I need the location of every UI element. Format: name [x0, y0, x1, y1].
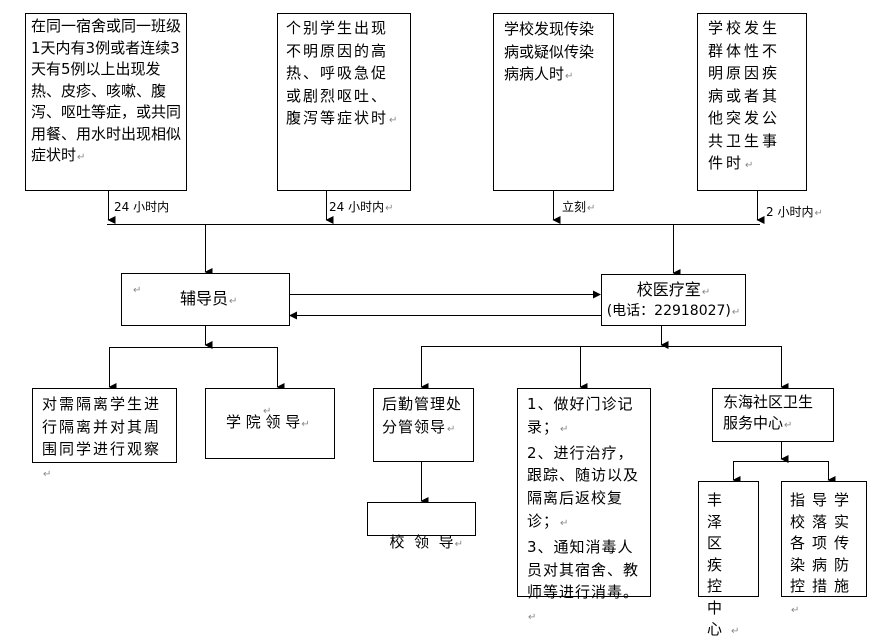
community-health-center-box: 东海社区卫生服务中心↵: [712, 388, 834, 442]
clinic-label: 校医疗室↵: [636, 280, 711, 299]
school-leaders-box: 校 领 导↵: [367, 502, 476, 551]
isolation-observation-box: 对需隔离学生进行隔离并对其周围同学进行观察↵: [32, 388, 177, 480]
trigger-text: 学校发现传染病或疑似传染病病人时: [504, 20, 595, 83]
clinic-actions-box: 1、做好门诊记录；↵ 2、进行治疗，跟踪、随访以及隔离后返校复诊；↵ 3、通知消…: [517, 388, 651, 623]
clinic-box: 校医疗室↵ (电话：22918027)↵: [601, 274, 746, 326]
clinic-phone: (电话：22918027)↵: [606, 303, 741, 319]
paragraph-mark-icon: ↵: [263, 406, 272, 417]
isolation-text: 对需隔离学生进行隔离并对其周围同学进行观察: [42, 395, 162, 458]
clinic-action-item: 2、进行治疗，跟踪、随访以及隔离后返校复诊；↵: [527, 443, 640, 530]
paragraph-mark-icon: ↵: [389, 115, 400, 126]
guidance-box: 指导学校落实各项传染病防控措施↵: [781, 481, 867, 616]
cdc-box: 丰泽区疾控中心↵: [698, 481, 759, 638]
paragraph-mark-icon: ↵: [133, 285, 142, 296]
time-label-3: 立刻↵: [562, 200, 596, 214]
trigger-box-dormitory-cluster: 在同一宿舍或同一班级1天内有3例或者连续3天有5例以上出现发热、皮疹、咳嗽、腹泻…: [25, 13, 187, 191]
trigger-text: 在同一宿舍或同一班级1天内有3例或者连续3天有5例以上出现发热、皮疹、咳嗽、腹泻…: [31, 17, 182, 164]
college-leaders-box: ↵ 学 院 领 导↵: [205, 388, 335, 459]
college-leaders-label: 学 院 领 导↵: [226, 413, 310, 431]
cdc-text: 丰泽区疾控中心: [707, 491, 731, 638]
connector-lines: [107, 190, 836, 505]
trigger-box-individual-symptoms: 个别学生出现不明原因的高热、呼吸急促或剧烈呕吐、腹泻等症状时↵: [277, 13, 411, 191]
time-label-4: 2 小时内↵: [766, 205, 823, 219]
counselor-box: ↵ 辅导员↵: [121, 273, 290, 326]
school-leaders-label: 校 领 导: [389, 532, 454, 551]
paragraph-mark-icon: ↵: [565, 71, 574, 82]
time-label-1: 24 小时内: [114, 200, 170, 214]
clinic-action-item: 3、通知消毒人员对其宿舍、教师等进行消毒。↵: [527, 537, 640, 624]
logistics-text: 后勤管理处分管领导: [382, 395, 463, 436]
time-label-2: 24 小时内↵: [329, 200, 394, 214]
logistics-leader-box: 后勤管理处分管领导↵: [373, 388, 474, 462]
trigger-box-infectious-disease: 学校发现传染病或疑似传染病病人时↵: [493, 13, 614, 191]
community-text: 东海社区卫生服务中心: [723, 393, 814, 432]
trigger-text: 学校发生群体性不明原因疾病或者其他突发公共卫生事件时: [708, 19, 781, 172]
paragraph-mark-icon: ↵: [745, 160, 757, 171]
trigger-box-public-health-event: 学校发生群体性不明原因疾病或者其他突发公共卫生事件时↵: [697, 13, 807, 191]
paragraph-mark-icon: ↵: [77, 152, 86, 163]
trigger-text: 个别学生出现不明原因的高热、呼吸急促或剧烈呕吐、腹泻等症状时: [286, 19, 389, 127]
clinic-action-item: 1、做好门诊记录；↵: [527, 395, 634, 436]
counselor-label: 辅导员↵: [180, 289, 238, 308]
guidance-text: 指导学校落实各项传染病防控措施: [790, 491, 857, 595]
